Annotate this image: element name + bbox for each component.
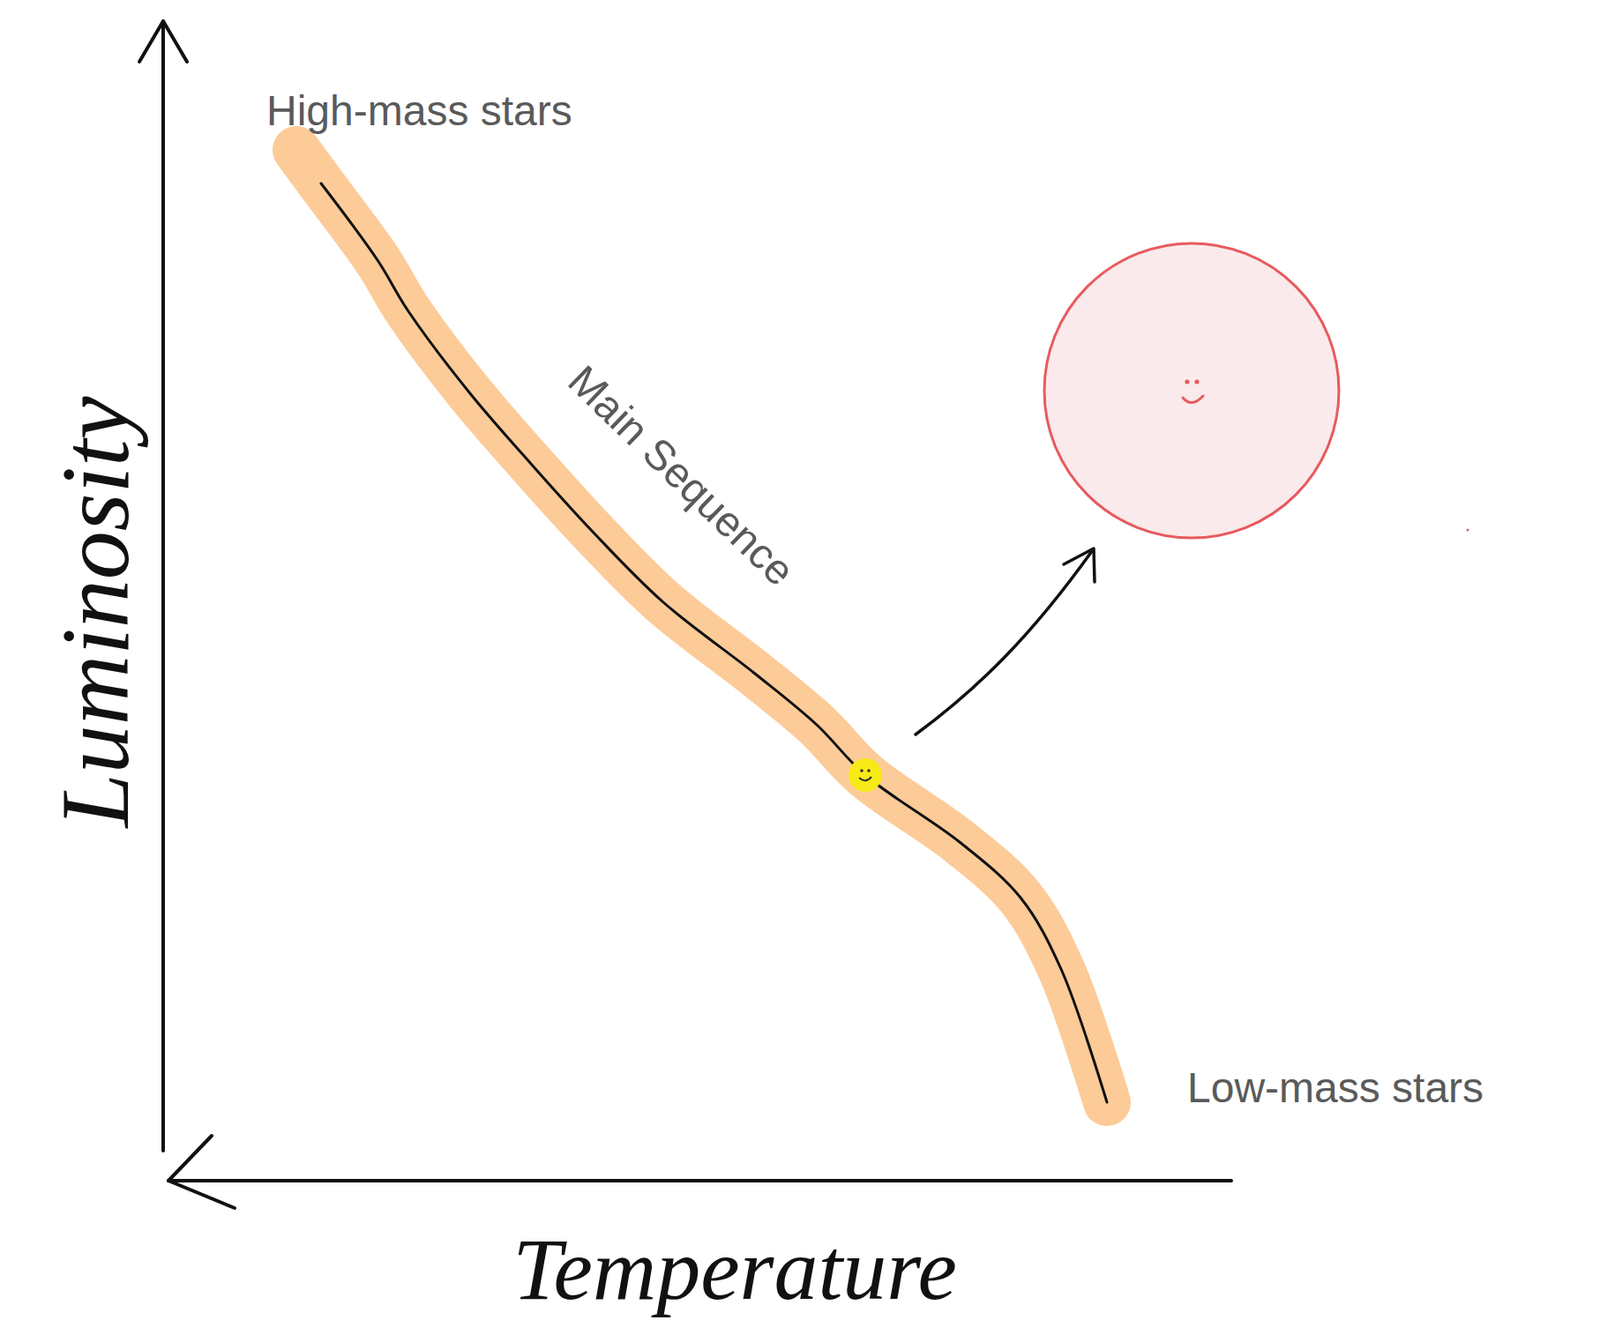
sun-smile	[1182, 396, 1204, 404]
main-sequence-band	[296, 149, 1107, 1103]
axis-title: Temperature	[512, 1221, 958, 1319]
region-label: High-mass stars	[266, 88, 573, 135]
axis-title: Luminosity	[42, 396, 150, 829]
x-axis	[168, 1179, 1232, 1183]
zoom-arrow	[915, 551, 1092, 735]
sun-smile	[859, 777, 872, 781]
sun-eye	[1184, 379, 1189, 384]
main-sequence-band	[296, 149, 1107, 1103]
sun-closeup	[1044, 243, 1339, 539]
x-axis-arrowhead	[168, 1136, 235, 1209]
region-label: Low-mass stars	[1187, 1065, 1484, 1113]
speck	[1466, 529, 1470, 532]
y-axis	[161, 21, 165, 1152]
sun-eye	[859, 769, 864, 773]
y-axis-arrowhead	[139, 21, 187, 62]
zoom-arrowhead	[1063, 548, 1095, 583]
main-sequence-curve	[321, 183, 1107, 1103]
sun-dot	[848, 758, 883, 793]
sun-eye	[867, 769, 871, 773]
sun-eye	[1194, 379, 1199, 384]
